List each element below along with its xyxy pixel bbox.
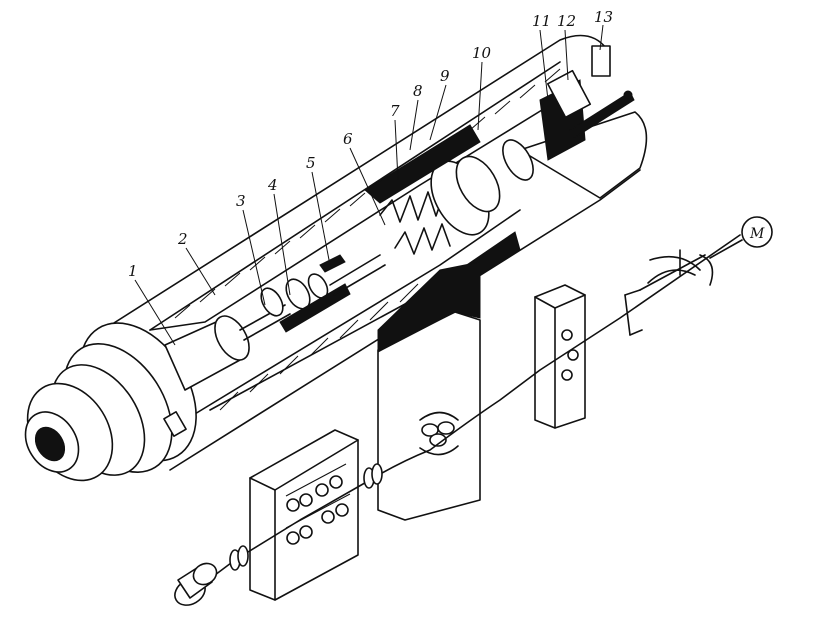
support-column [377,261,481,521]
motor-icon [741,216,773,248]
callout-8: 8 [413,82,423,100]
callout-2: 2 [177,230,188,248]
callout-4: 4 [267,176,278,194]
hatch-lower [219,283,419,411]
callout-13: 13 [594,8,613,26]
callout-labels: 1 2 3 4 5 6 7 8 9 10 11 12 13 [128,8,613,280]
callout-11: 11 [532,12,551,30]
motor: M [709,216,773,259]
front-end-flanges [24,322,197,482]
internal-components [164,45,635,391]
gearbox [624,249,714,336]
drive-line [174,234,741,606]
callout-7: 7 [390,102,400,120]
callout-5: 5 [306,154,316,172]
motor-label: M [749,226,765,242]
control-cabinet [249,429,359,601]
callout-9: 9 [440,67,450,85]
callout-12: 12 [557,12,576,30]
callout-1: 1 [128,262,138,280]
callout-3: 3 [236,192,246,210]
control-knobs [285,463,351,545]
callout-10: 10 [472,44,492,62]
leader-lines [134,24,604,346]
main-cylinder-body [94,34,648,471]
hatch-upper [174,68,561,319]
callout-6: 6 [343,130,353,148]
